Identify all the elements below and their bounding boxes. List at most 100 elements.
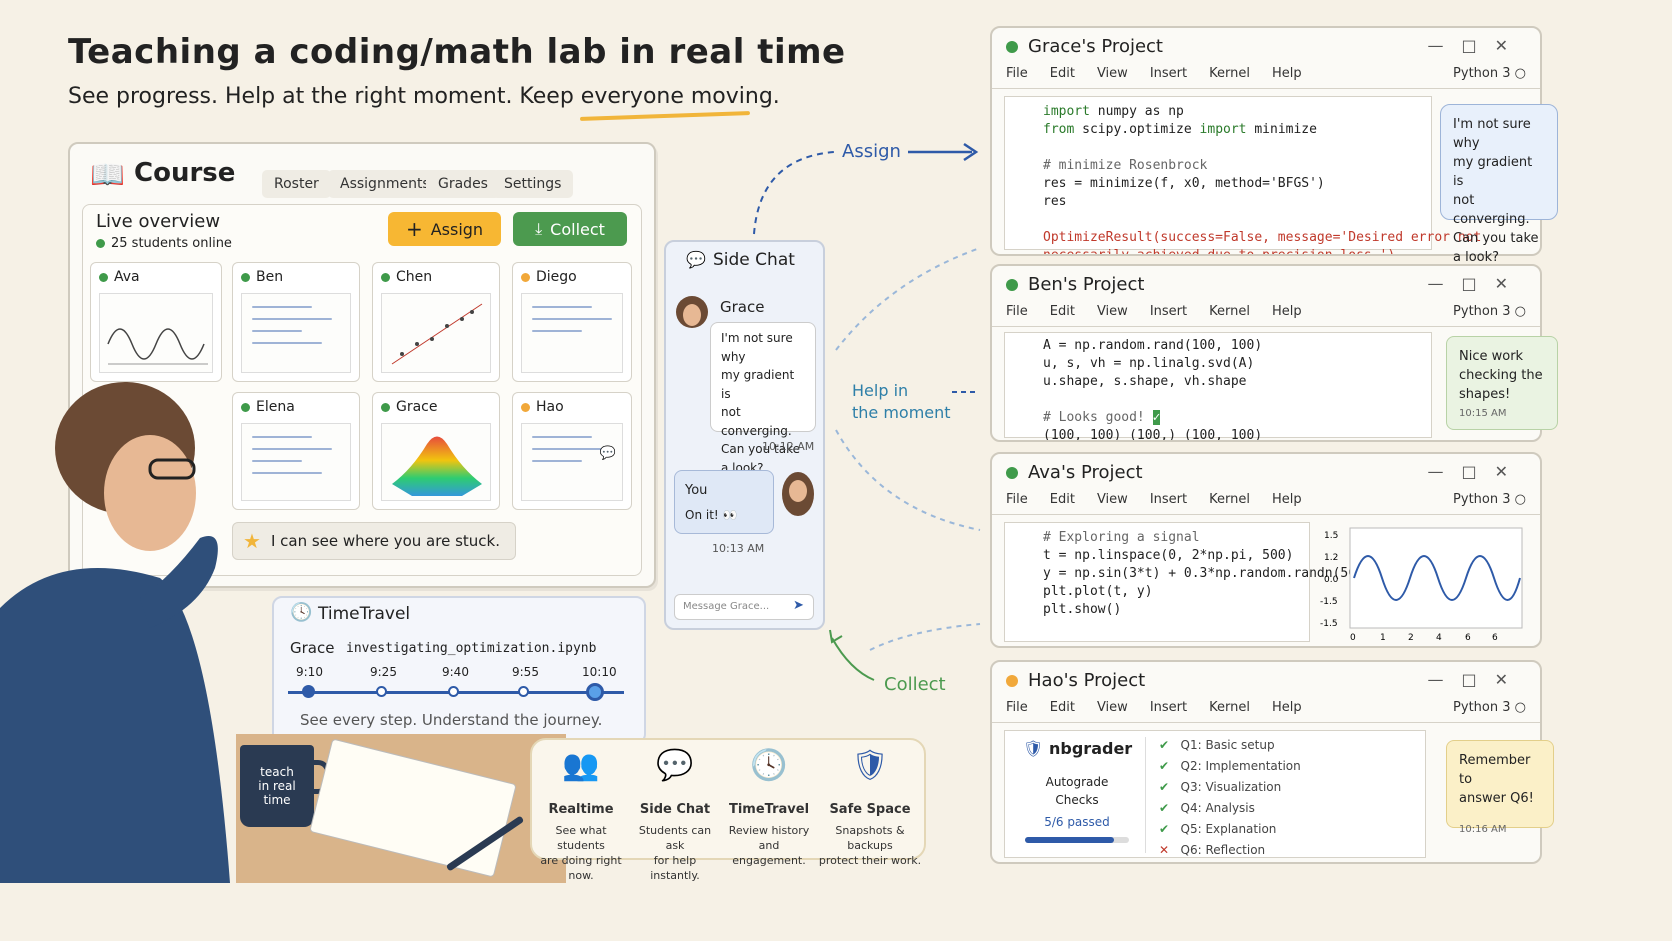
window-controls[interactable]: —□✕ xyxy=(1427,462,1526,481)
menu-file[interactable]: File xyxy=(1006,492,1028,507)
menu-view[interactable]: View xyxy=(1096,700,1128,715)
menu-insert[interactable]: Insert xyxy=(1149,492,1188,507)
chat-icon: 💬 xyxy=(599,446,616,461)
chat-input[interactable]: Message Grace... xyxy=(674,594,814,620)
student-card-grace[interactable]: Grace xyxy=(372,392,500,510)
timeline-point[interactable] xyxy=(448,686,459,697)
chat-icon: 💬 xyxy=(656,748,694,783)
timetravel-title: TimeTravel xyxy=(318,604,411,624)
list-item: ✔ Q2: Implementation xyxy=(1159,759,1301,773)
x-tick-label: 1 xyxy=(1380,633,1386,643)
code-cell[interactable]: A = np.random.rand(100, 100) u, s, vh = … xyxy=(1004,332,1432,440)
flow-collect-label: Collect xyxy=(884,674,946,695)
menu-kernel[interactable]: Kernel xyxy=(1209,66,1250,81)
menu-kernel[interactable]: Kernel xyxy=(1209,304,1250,319)
menu-view[interactable]: View xyxy=(1096,66,1128,81)
menu-edit[interactable]: Edit xyxy=(1049,66,1075,81)
student-card-ava[interactable]: Ava xyxy=(90,262,222,382)
online-status: 25 students online xyxy=(96,236,232,251)
tab-settings[interactable]: Settings xyxy=(492,170,574,198)
flow-arrows xyxy=(753,142,981,681)
status-dot xyxy=(381,272,390,282)
menu-view[interactable]: View xyxy=(1096,492,1128,507)
code-cell[interactable]: import numpy as np from scipy.optimize i… xyxy=(1004,96,1481,254)
timeline-point[interactable] xyxy=(518,686,529,697)
stuck-message: ★I can see where you are stuck. xyxy=(232,522,516,560)
menu-kernel[interactable]: Kernel xyxy=(1209,492,1250,507)
window-controls[interactable]: —□✕ xyxy=(1427,274,1526,293)
signal-line xyxy=(1353,555,1521,601)
thumbnail xyxy=(241,293,351,373)
assign-button[interactable]: +Assign xyxy=(388,212,501,246)
student-card-elena[interactable]: Elena xyxy=(232,392,360,510)
status-dot xyxy=(241,272,250,282)
y-tick-label: -1.5 xyxy=(1320,619,1338,629)
avatar-teacher xyxy=(782,472,814,516)
student-card-ben[interactable]: Ben xyxy=(232,262,360,382)
menu-help[interactable]: Help xyxy=(1271,492,1302,507)
time-label: 9:10 xyxy=(296,665,323,679)
menu-bar: File Edit View Insert Kernel Help xyxy=(1006,304,1302,319)
window-controls[interactable]: —□✕ xyxy=(1427,670,1526,689)
menu-file[interactable]: File xyxy=(1006,700,1028,715)
timeline-handle[interactable] xyxy=(586,683,604,701)
menu-kernel[interactable]: Kernel xyxy=(1209,700,1250,715)
menu-file[interactable]: File xyxy=(1006,304,1028,319)
book-icon: 📖 xyxy=(90,158,125,191)
question-list: ✔ Q1: Basic setup ✔ Q2: Implementation ✔… xyxy=(1159,735,1301,861)
tab-roster[interactable]: Roster xyxy=(262,170,331,198)
menu-edit[interactable]: Edit xyxy=(1049,700,1075,715)
student-card-hao[interactable]: Hao 💬 xyxy=(512,392,632,510)
y-tick-label: 1.5 xyxy=(1324,531,1338,541)
student-card-chen[interactable]: Chen xyxy=(372,262,500,382)
menu-edit[interactable]: Edit xyxy=(1049,492,1075,507)
collect-button[interactable]: ⤓Collect xyxy=(513,212,627,246)
menu-bar: File Edit View Insert Kernel Help xyxy=(1006,700,1302,715)
overview-title: Live overview xyxy=(96,211,221,232)
progress-bar xyxy=(1025,837,1129,843)
nbgrader-title: nbgrader xyxy=(1049,739,1133,758)
menu-file[interactable]: File xyxy=(1006,66,1028,81)
menu-edit[interactable]: Edit xyxy=(1049,304,1075,319)
avatar-grace xyxy=(676,296,708,328)
teacher-illustration xyxy=(0,378,250,883)
menu-insert[interactable]: Insert xyxy=(1149,700,1188,715)
menu-help[interactable]: Help xyxy=(1271,304,1302,319)
menu-bar: File Edit View Insert Kernel Help xyxy=(1006,66,1302,81)
flow-assign-label: Assign xyxy=(842,141,901,162)
send-icon[interactable]: ➤ xyxy=(793,598,804,613)
menu-help[interactable]: Help xyxy=(1271,66,1302,81)
timeline-point[interactable] xyxy=(302,685,315,698)
shield-icon: 🛡 xyxy=(850,748,890,783)
code-cell[interactable]: # Exploring a signal t = np.linspace(0, … xyxy=(1004,522,1372,642)
tab-assignments[interactable]: Assignments xyxy=(328,170,442,198)
thumbnail xyxy=(521,293,623,373)
student-card-diego[interactable]: Diego xyxy=(512,262,632,382)
window-controls[interactable]: —□✕ xyxy=(1427,36,1526,55)
tab-grades[interactable]: Grades xyxy=(426,170,500,198)
menu-insert[interactable]: Insert xyxy=(1149,66,1188,81)
menu-view[interactable]: View xyxy=(1096,304,1128,319)
menu-bar: File Edit View Insert Kernel Help xyxy=(1006,492,1302,507)
side-chat-title: Side Chat xyxy=(713,250,795,270)
clock-icon: 🕓 xyxy=(750,748,788,783)
download-icon: ⤓ xyxy=(535,219,543,238)
list-item: ✔ Q4: Analysis xyxy=(1159,801,1255,815)
timeline-point[interactable] xyxy=(376,686,387,697)
menu-insert[interactable]: Insert xyxy=(1149,304,1188,319)
plus-icon: + xyxy=(405,217,423,241)
thumbnail xyxy=(241,423,351,501)
thumbnail xyxy=(99,293,213,373)
menu-help[interactable]: Help xyxy=(1271,700,1302,715)
timetravel-file: investigating_optimization.ipynb xyxy=(346,641,597,656)
kernel-status: Python 3 ○ xyxy=(1453,66,1526,81)
time-label: 9:40 xyxy=(442,665,469,679)
